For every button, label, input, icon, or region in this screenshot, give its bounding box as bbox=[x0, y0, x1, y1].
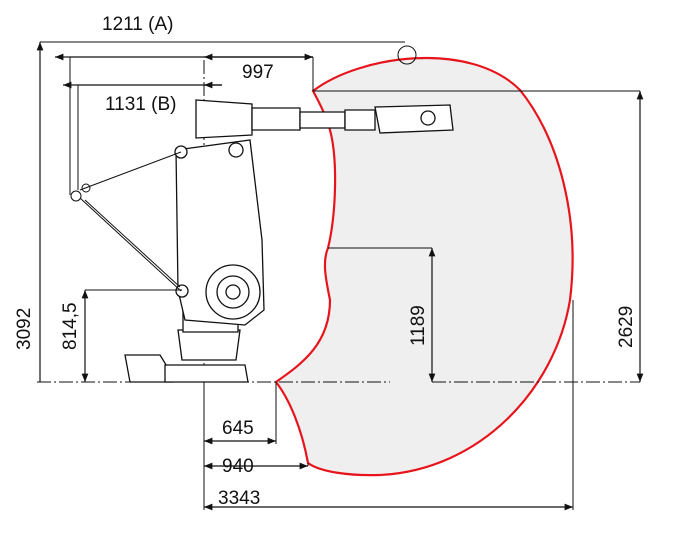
label-645: 645 bbox=[222, 418, 254, 439]
working-range-area bbox=[274, 56, 574, 477]
label-1131-b: 1131 (B) bbox=[105, 94, 176, 115]
label-814-5: 814,5 bbox=[60, 302, 81, 350]
label-1189: 1189 bbox=[408, 305, 429, 346]
label-3092: 3092 bbox=[14, 308, 35, 350]
label-940: 940 bbox=[222, 456, 254, 477]
label-3343: 3343 bbox=[218, 488, 260, 509]
label-997: 997 bbox=[242, 62, 274, 83]
label-1211-a: 1211 (A) bbox=[102, 14, 173, 35]
label-2629: 2629 bbox=[616, 306, 637, 348]
robot-illustration bbox=[70, 45, 454, 383]
extension-lines bbox=[40, 41, 640, 510]
